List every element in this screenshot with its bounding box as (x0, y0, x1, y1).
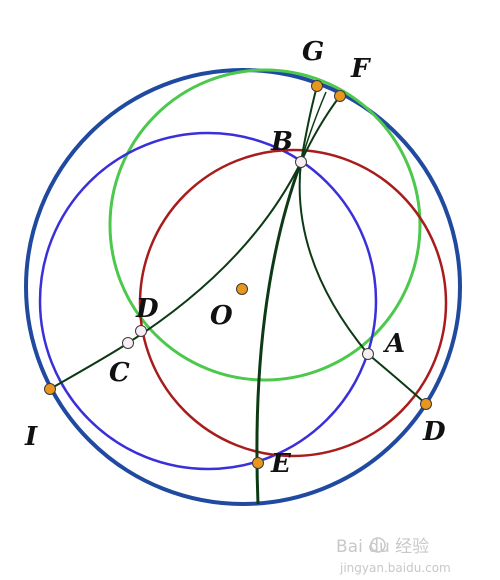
label-c: C (109, 358, 130, 388)
label-d-left: D (135, 294, 159, 324)
label-i: I (24, 422, 38, 452)
green-circle (108, 68, 422, 382)
label-o: O (210, 301, 233, 331)
point-a (362, 348, 374, 360)
point-c (122, 337, 134, 349)
baidu-watermark: Bai du 经验 jingyan.baidu.com (336, 537, 451, 575)
watermark-text: Bai du 经验 (336, 537, 429, 557)
point-f (334, 90, 346, 102)
label-d-right: D (422, 417, 446, 447)
point-d-left (135, 325, 147, 337)
arc-b-g (300, 85, 318, 163)
paw-icon (370, 537, 386, 553)
point-d-right (420, 398, 432, 410)
point-i (44, 383, 56, 395)
arc-b-e (255, 161, 303, 505)
arc-b-f (300, 95, 341, 163)
watermark-url: jingyan.baidu.com (339, 561, 451, 575)
label-a: A (382, 329, 405, 359)
point-e (252, 457, 264, 469)
point-o (236, 283, 248, 295)
arc-i-b (49, 161, 302, 390)
arc-b-a-d (298, 161, 427, 405)
arc-b-g-inner (300, 91, 327, 163)
outer-circle (24, 68, 462, 506)
point-b (295, 156, 307, 168)
label-e: E (270, 449, 292, 479)
point-g (311, 80, 323, 92)
red-circle (138, 148, 448, 458)
label-b: B (270, 127, 293, 157)
label-f: F (350, 54, 371, 84)
blue-circle (38, 131, 378, 471)
label-g: G (302, 37, 324, 67)
